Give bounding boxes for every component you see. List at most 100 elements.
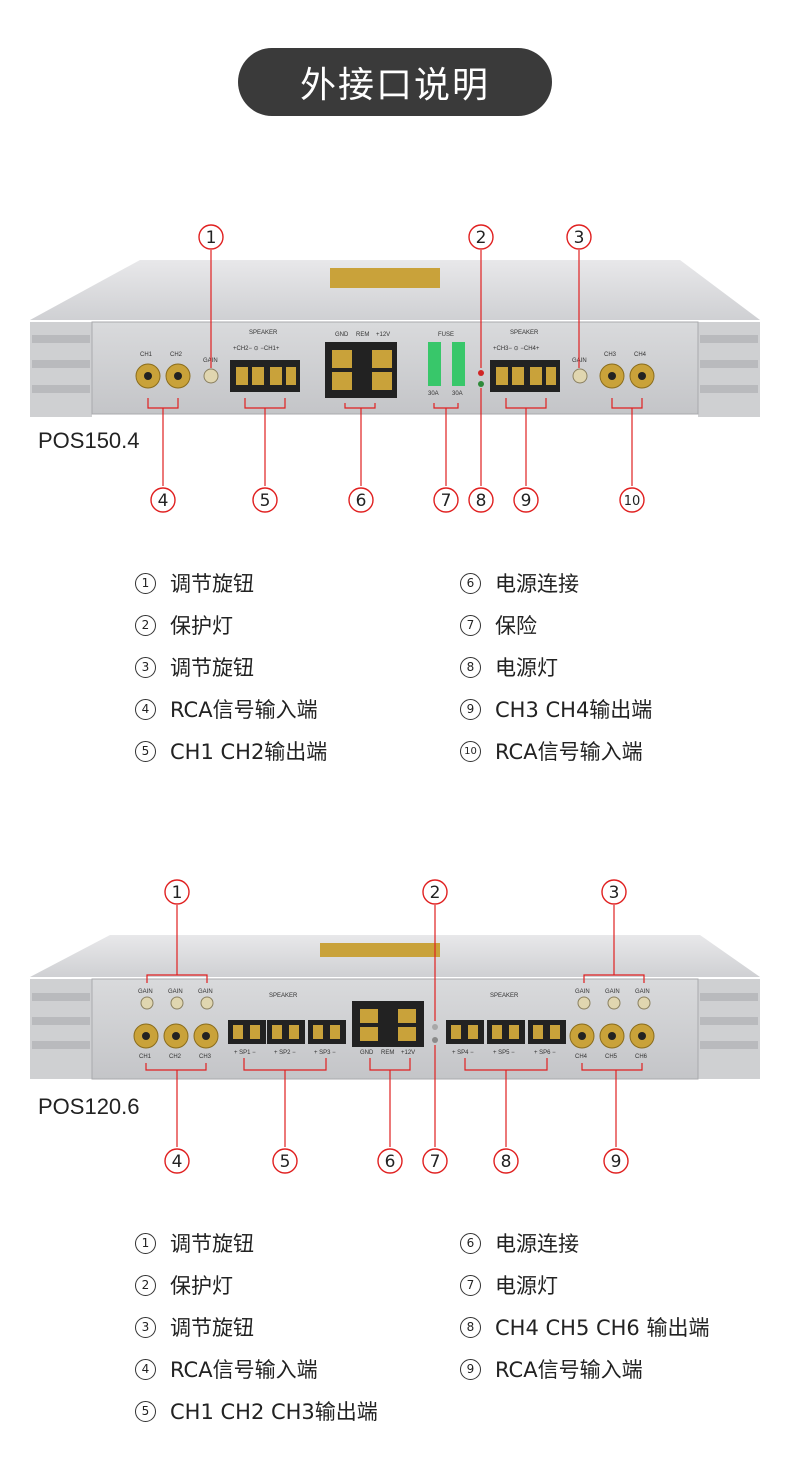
amp1-protect-led	[478, 370, 484, 376]
amp2-label-speaker-right: SPEAKER	[490, 993, 519, 999]
amp2-figure: GAIN GAIN GAIN SPEAKER SPEAKER GAIN GAIN…	[0, 865, 790, 1185]
amp2-heatsink-left	[30, 979, 92, 1079]
amp2-gain-knob-2	[170, 996, 184, 1010]
amp2-callout-3	[601, 879, 627, 905]
amp1-callout-4-label: 4	[158, 491, 169, 511]
amp2-callout-7-label: 7	[430, 1152, 441, 1172]
amp1-callout-6-label: 6	[356, 491, 367, 511]
amp2-label-ch2: CH2	[169, 1054, 182, 1060]
amp1-callout-6	[348, 487, 374, 513]
amp2-callout-1-label: 1	[172, 883, 183, 903]
amp1-gain-knob-right	[572, 368, 588, 384]
amp1-callout-2-label: 2	[476, 228, 487, 248]
amp2-callout-9	[603, 1148, 629, 1174]
amp2-label-ch1: CH1	[139, 1054, 152, 1060]
amp2-label-ch3: CH3	[199, 1054, 212, 1060]
amp1-callout-8-label: 8	[476, 491, 487, 511]
amp2-callout-1	[164, 879, 190, 905]
amp2-callout-2-label: 2	[430, 883, 441, 903]
amp2-label-gain-4: GAIN	[575, 989, 590, 995]
amp2-label-12v: +12V	[401, 1050, 415, 1056]
amp1-callout-2	[468, 224, 494, 250]
amp2-callout-5	[272, 1148, 298, 1174]
amp1-label-rem: REM	[356, 332, 369, 338]
amp2-model-label: POS120.6	[38, 1094, 140, 1119]
amp2-callout-2	[422, 879, 448, 905]
amp2-label-ch4: CH4	[575, 1054, 588, 1060]
amp1-label-gain: GAIN	[203, 358, 218, 364]
amp1-label-speaker: SPEAKER	[249, 330, 278, 336]
amp1-callout-8	[468, 487, 494, 513]
amp1-fuse-1	[428, 342, 441, 386]
amp2-logo-badge	[320, 943, 440, 957]
amp2-callout-6-label: 6	[385, 1152, 396, 1172]
amp1-callout-9	[513, 487, 539, 513]
amp1-callout-lines	[147, 250, 643, 486]
amp1-label-speaker-2: SPEAKER	[510, 330, 539, 336]
amp2-heatsink-right	[698, 979, 760, 1079]
amp2-label-sp4: + SP4 −	[452, 1050, 474, 1056]
amp2-label-gain-2: GAIN	[168, 989, 183, 995]
amp2-gain-knob-6	[637, 996, 651, 1010]
amp2-callout-5-label: 5	[280, 1152, 291, 1172]
amp1-figure: CH1 CH2 GAIN SPEAKER +CH2− ⊙ −CH1+ GND R…	[0, 210, 790, 530]
amp1-callout-4	[150, 487, 176, 513]
amp1-logo-badge	[330, 268, 440, 288]
amp2-label-gnd: GND	[360, 1050, 374, 1056]
amp2-label-gain-3: GAIN	[198, 989, 213, 995]
amp2-label-ch5: CH5	[605, 1054, 618, 1060]
amp2-callout-9-label: 9	[611, 1152, 622, 1172]
amp2-label-gain-6: GAIN	[635, 989, 650, 995]
amp1-label-ch3: CH3	[604, 352, 617, 358]
amp1-label-fuse-rating-2: 30A	[452, 391, 463, 397]
amp2-face-plate	[91, 978, 699, 1080]
amp1-callout-7-label: 7	[441, 491, 452, 511]
amp2-label-speaker-left: SPEAKER	[269, 993, 298, 999]
amp1-callout-3	[566, 224, 592, 250]
amp2-label-sp3: + SP3 −	[314, 1050, 336, 1056]
amp2-gain-knob-5	[607, 996, 621, 1010]
amp2-callout-6	[377, 1148, 403, 1174]
amp2-label-sp2: + SP2 −	[274, 1050, 296, 1056]
amp2-label-sp5: + SP5 −	[493, 1050, 515, 1056]
page-title: 外接口说明	[238, 48, 552, 116]
amp1-label-fuse-rating-1: 30A	[428, 391, 439, 397]
amp1-illustration: CH1 CH2 GAIN SPEAKER +CH2− ⊙ −CH1+ GND R…	[30, 224, 760, 513]
amp1-label-ch1: CH1	[140, 352, 153, 358]
amp1-heatsink-left	[30, 322, 92, 417]
amp2-gain-knob-3	[200, 996, 214, 1010]
amp1-callout-1-label: 1	[206, 228, 217, 248]
amp1-label-ch2: CH2	[170, 352, 183, 358]
amp1-callout-9-label: 9	[521, 491, 532, 511]
amp1-heatsink-right	[698, 322, 760, 417]
amp1-callout-3-label: 3	[574, 228, 585, 248]
amp1-callout-5-label: 5	[260, 491, 271, 511]
amp2-callout-8-label: 8	[501, 1152, 512, 1172]
amp1-callout-1	[198, 224, 224, 250]
amp2-power-led	[432, 1037, 438, 1043]
amp2-gain-knob-4	[577, 996, 591, 1010]
amp1-callout-10	[619, 487, 645, 513]
amp1-callout-10-label: 10	[624, 494, 641, 509]
amp2-callout-lines	[145, 905, 645, 1147]
amp1-model-label: POS150.4	[38, 428, 140, 453]
amp1-top-surface	[30, 260, 760, 320]
amp2-label-rem: REM	[381, 1050, 394, 1056]
amp2-callout-4-label: 4	[172, 1152, 183, 1172]
amp1-label-ch4: CH4	[634, 352, 647, 358]
amp2-gain-knob-1	[140, 996, 154, 1010]
amp2-label-sp1: + SP1 −	[234, 1050, 256, 1056]
amp2-callout-3-label: 3	[609, 883, 620, 903]
